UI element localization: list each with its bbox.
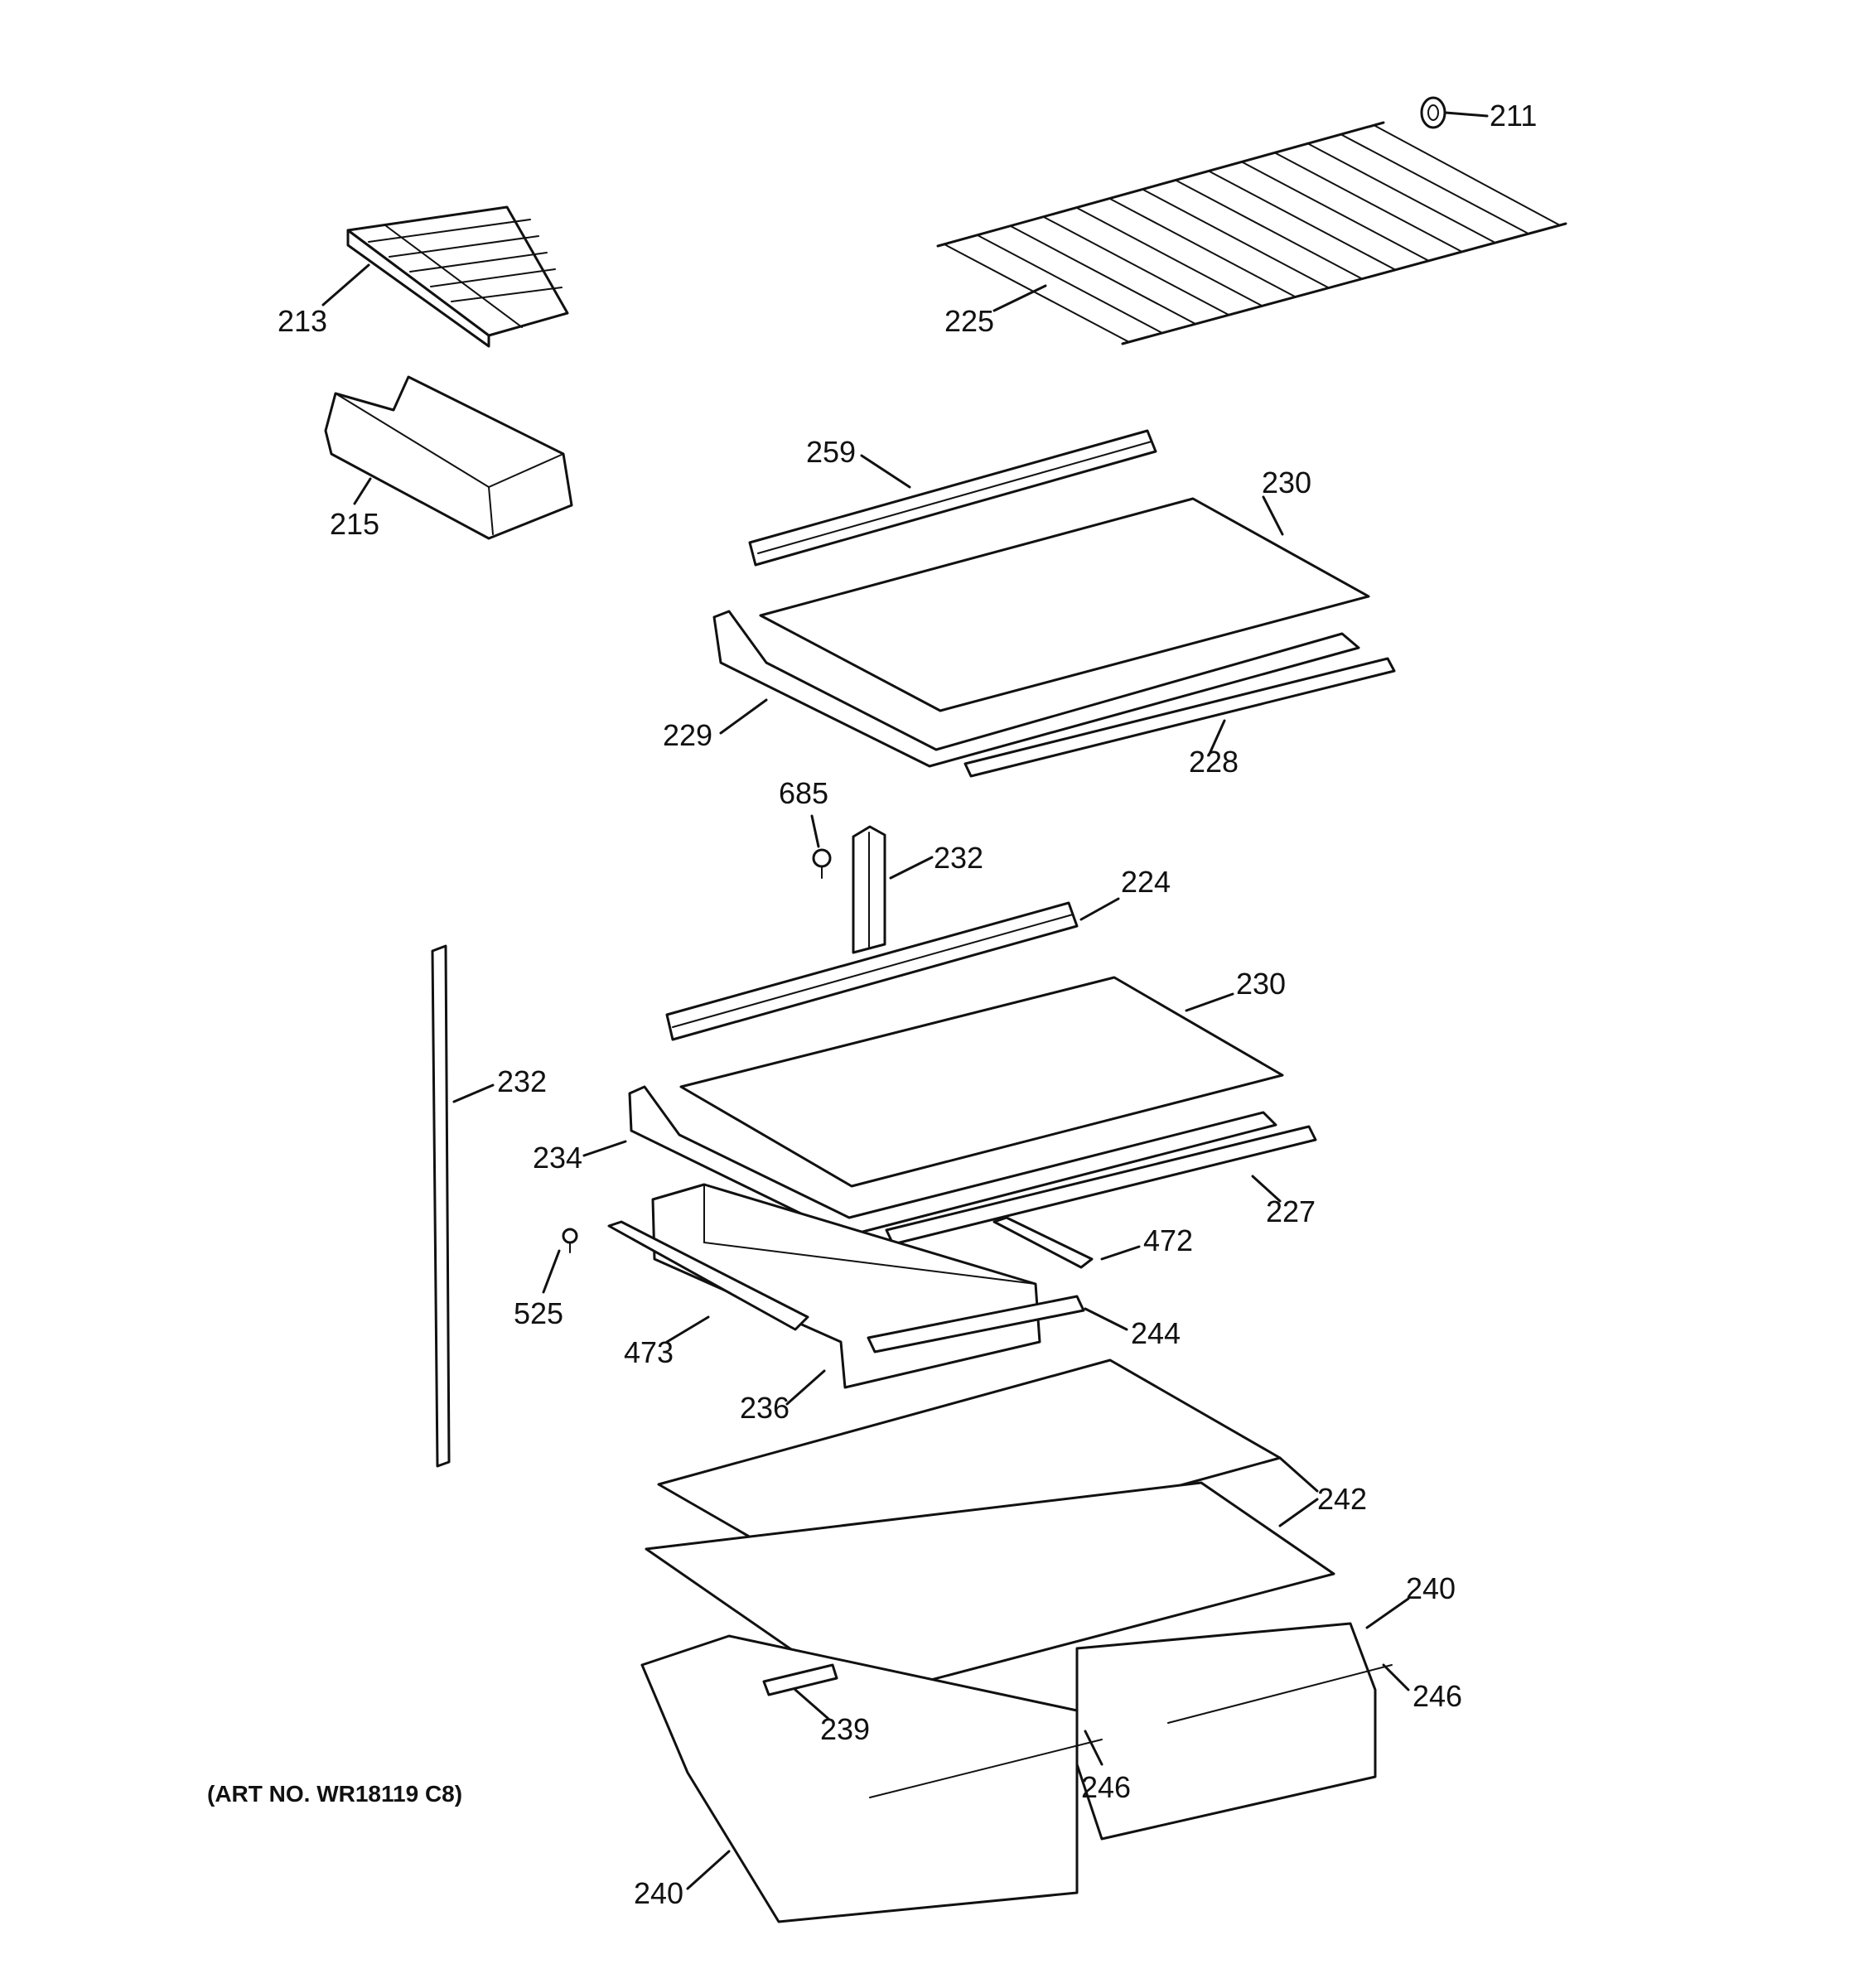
callout-232-short: 232 xyxy=(934,841,983,875)
part-232-upright-long xyxy=(431,944,451,1468)
callout-472: 472 xyxy=(1143,1223,1193,1257)
part-229-shelf-frame xyxy=(712,610,1360,768)
callout-215: 215 xyxy=(330,507,379,541)
part-228-trim xyxy=(963,657,1396,778)
callout-259: 259 xyxy=(806,435,856,469)
part-685-screw xyxy=(812,848,832,879)
part-472-rail xyxy=(992,1216,1094,1269)
part-244-trim xyxy=(867,1295,1085,1353)
callout-213: 213 xyxy=(278,304,327,338)
part-230-glass-upper xyxy=(759,497,1370,712)
part-232-upright-short xyxy=(852,825,886,954)
callout-246-right: 246 xyxy=(1412,1679,1462,1713)
callout-685: 685 xyxy=(779,776,828,810)
part-525-screw xyxy=(562,1228,578,1253)
part-240-crisper-left xyxy=(640,1634,1103,1923)
part-234-shelf-frame xyxy=(628,1085,1277,1238)
callout-244: 244 xyxy=(1131,1316,1181,1350)
callout-230-upper: 230 xyxy=(1262,466,1311,499)
callout-473: 473 xyxy=(624,1335,674,1369)
art-number-note: (ART NO. WR18119 C8) xyxy=(207,1781,463,1807)
callout-227: 227 xyxy=(1266,1194,1316,1228)
callout-239: 239 xyxy=(820,1712,870,1746)
part-225-wire-shelf xyxy=(936,121,1567,345)
callout-211: 211 xyxy=(1490,99,1537,133)
callout-224: 224 xyxy=(1121,865,1171,899)
part-259-trim xyxy=(748,429,1157,567)
leader-lines xyxy=(321,111,1489,1890)
callout-229: 229 xyxy=(663,718,712,752)
part-473-rail xyxy=(607,1220,809,1331)
part-240-crisper-right xyxy=(1075,1622,1393,1841)
part-224-trim xyxy=(665,901,1079,1041)
callout-525: 525 xyxy=(514,1296,563,1330)
part-239-bar xyxy=(762,1663,838,1696)
callout-225: 225 xyxy=(944,304,994,338)
callout-240-left: 240 xyxy=(634,1876,683,1910)
callout-240-right: 240 xyxy=(1406,1571,1456,1605)
part-213-ice-tray xyxy=(346,205,569,348)
part-211-cap xyxy=(1420,96,1446,129)
callout-228: 228 xyxy=(1189,745,1239,779)
part-215-bin xyxy=(324,375,573,540)
callout-230-lower: 230 xyxy=(1236,967,1286,1001)
callout-242: 242 xyxy=(1317,1482,1367,1516)
callout-232-long: 232 xyxy=(497,1064,547,1098)
callout-246-left: 246 xyxy=(1081,1770,1131,1804)
callout-234: 234 xyxy=(533,1141,582,1175)
callout-236: 236 xyxy=(740,1391,790,1425)
part-230-glass-lower xyxy=(679,976,1284,1188)
